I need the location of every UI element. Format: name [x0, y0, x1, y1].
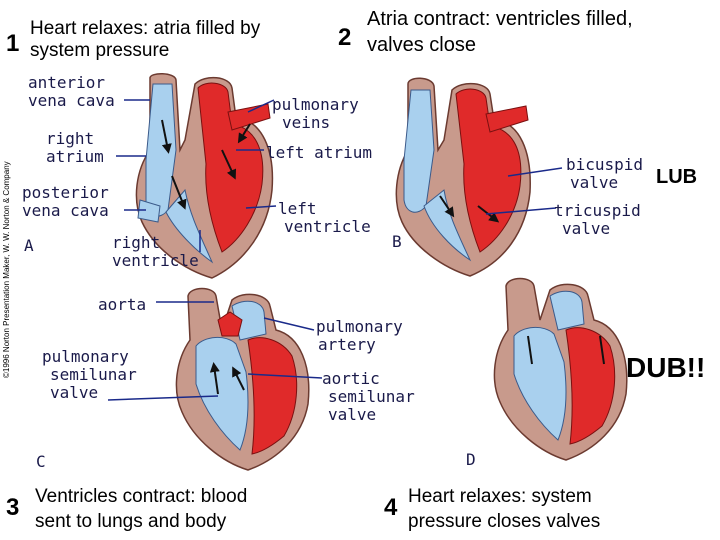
label-right-ventricle: right ventricle — [112, 234, 199, 270]
label-tricuspid-valve-line-1: tricuspid — [554, 201, 641, 220]
label-left-atrium: left atrium — [266, 143, 372, 162]
label-anterior-vena-cava: anterior vena cava — [28, 74, 115, 110]
heart-b — [395, 77, 531, 277]
heart-d — [493, 277, 628, 461]
label-pulmonary-artery: pulmonary artery — [316, 318, 403, 354]
label-pulmonary-artery-line-1: pulmonary — [316, 317, 403, 336]
label-aorta: aorta — [98, 295, 147, 314]
label-right-ventricle-line-2: ventricle — [112, 251, 199, 270]
step-1-caption: Heart relaxes: atria filled by system pr… — [30, 18, 260, 62]
label-posterior-vena-cava: posterior vena cava — [22, 184, 109, 220]
label-pulmonary-semilunar-valve-line-1: pulmonary — [42, 347, 129, 366]
label-bicuspid-valve-line-1: bicuspid — [566, 155, 644, 174]
leader-left-ventricle — [245, 205, 277, 209]
step-4-caption: Heart relaxes: system pressure closes va… — [408, 484, 600, 534]
leader-pulmonary-semilunar-valve — [107, 395, 219, 401]
step-4-line-1: Heart relaxes: system — [408, 486, 592, 507]
step-4-line-2: pressure closes valves — [408, 511, 601, 532]
step-1-line-2: system pressure — [30, 40, 170, 61]
step-1-number: 1 — [6, 30, 20, 57]
label-left-ventricle: left ventricle — [278, 200, 371, 236]
panel-a-letter: A — [24, 236, 34, 255]
step-4-number: 4 — [384, 494, 398, 521]
label-right-atrium: right atrium — [46, 130, 104, 166]
heart-sound-lub: LUB — [656, 166, 698, 188]
label-right-ventricle-line-1: right — [112, 233, 161, 252]
label-right-atrium-line-1: right — [46, 129, 95, 148]
label-aortic-semilunar-valve-line-3: valve — [328, 405, 377, 424]
label-posterior-vena-cava-line-1: posterior — [22, 183, 109, 202]
heart-sound-dub: DUB!! — [626, 352, 706, 383]
label-aortic-semilunar-valve: aortic semilunar valve — [322, 370, 415, 424]
label-anterior-vena-cava-line-2: vena cava — [28, 91, 115, 110]
step-3-caption: Ventricles contract: blood sent to lungs… — [35, 484, 247, 534]
heart-a — [135, 73, 274, 279]
label-tricuspid-valve-line-2: valve — [562, 219, 611, 238]
label-anterior-vena-cava-line-1: anterior — [28, 73, 106, 92]
label-left-ventricle-line-1: left — [278, 199, 317, 218]
step-3-line-2: sent to lungs and body — [35, 511, 227, 532]
leader-aortic-semilunar-valve — [247, 373, 323, 379]
label-pulmonary-veins: pulmonary veins — [272, 96, 359, 132]
label-pulmonary-veins-line-2: veins — [282, 113, 331, 132]
panel-d-letter: D — [466, 450, 476, 469]
leader-pulmonary-artery — [263, 317, 315, 331]
label-aortic-semilunar-valve-line-2: semilunar — [328, 387, 415, 406]
label-pulmonary-artery-line-2: artery — [318, 335, 376, 354]
label-pulmonary-semilunar-valve: pulmonary semilunar valve — [42, 348, 137, 402]
leader-lines — [107, 99, 563, 401]
label-left-ventricle-line-2: ventricle — [284, 217, 371, 236]
label-pulmonary-semilunar-valve-line-2: semilunar — [50, 365, 137, 384]
step-2-line-1: Atria contract: ventricles filled, — [367, 8, 633, 30]
panel-c-letter: C — [36, 452, 46, 471]
label-pulmonary-veins-line-1: pulmonary — [272, 95, 359, 114]
label-right-atrium-line-2: atrium — [46, 147, 104, 166]
label-tricuspid-valve: tricuspid valve — [554, 202, 641, 238]
leader-pulmonary-veins — [247, 99, 275, 113]
label-bicuspid-valve-line-2: valve — [570, 173, 619, 192]
step-2-number: 2 — [338, 24, 352, 51]
label-pulmonary-semilunar-valve-line-3: valve — [50, 383, 99, 402]
label-aortic-semilunar-valve-line-1: aortic — [322, 369, 380, 388]
label-bicuspid-valve: bicuspid valve — [566, 156, 643, 192]
label-posterior-vena-cava-line-2: vena cava — [22, 201, 109, 220]
step-1-line-1: Heart relaxes: atria filled by — [30, 18, 261, 39]
leader-tricuspid-valve — [485, 207, 557, 215]
step-3-number: 3 — [6, 494, 20, 521]
leader-bicuspid-valve — [507, 167, 563, 177]
step-2-caption: Atria contract: ventricles filled, valve… — [367, 6, 633, 58]
step-3-line-1: Ventricles contract: blood — [35, 486, 248, 507]
step-2-line-2: valves close — [367, 34, 476, 56]
heart-c — [175, 287, 310, 471]
panel-b-letter: B — [392, 232, 402, 251]
